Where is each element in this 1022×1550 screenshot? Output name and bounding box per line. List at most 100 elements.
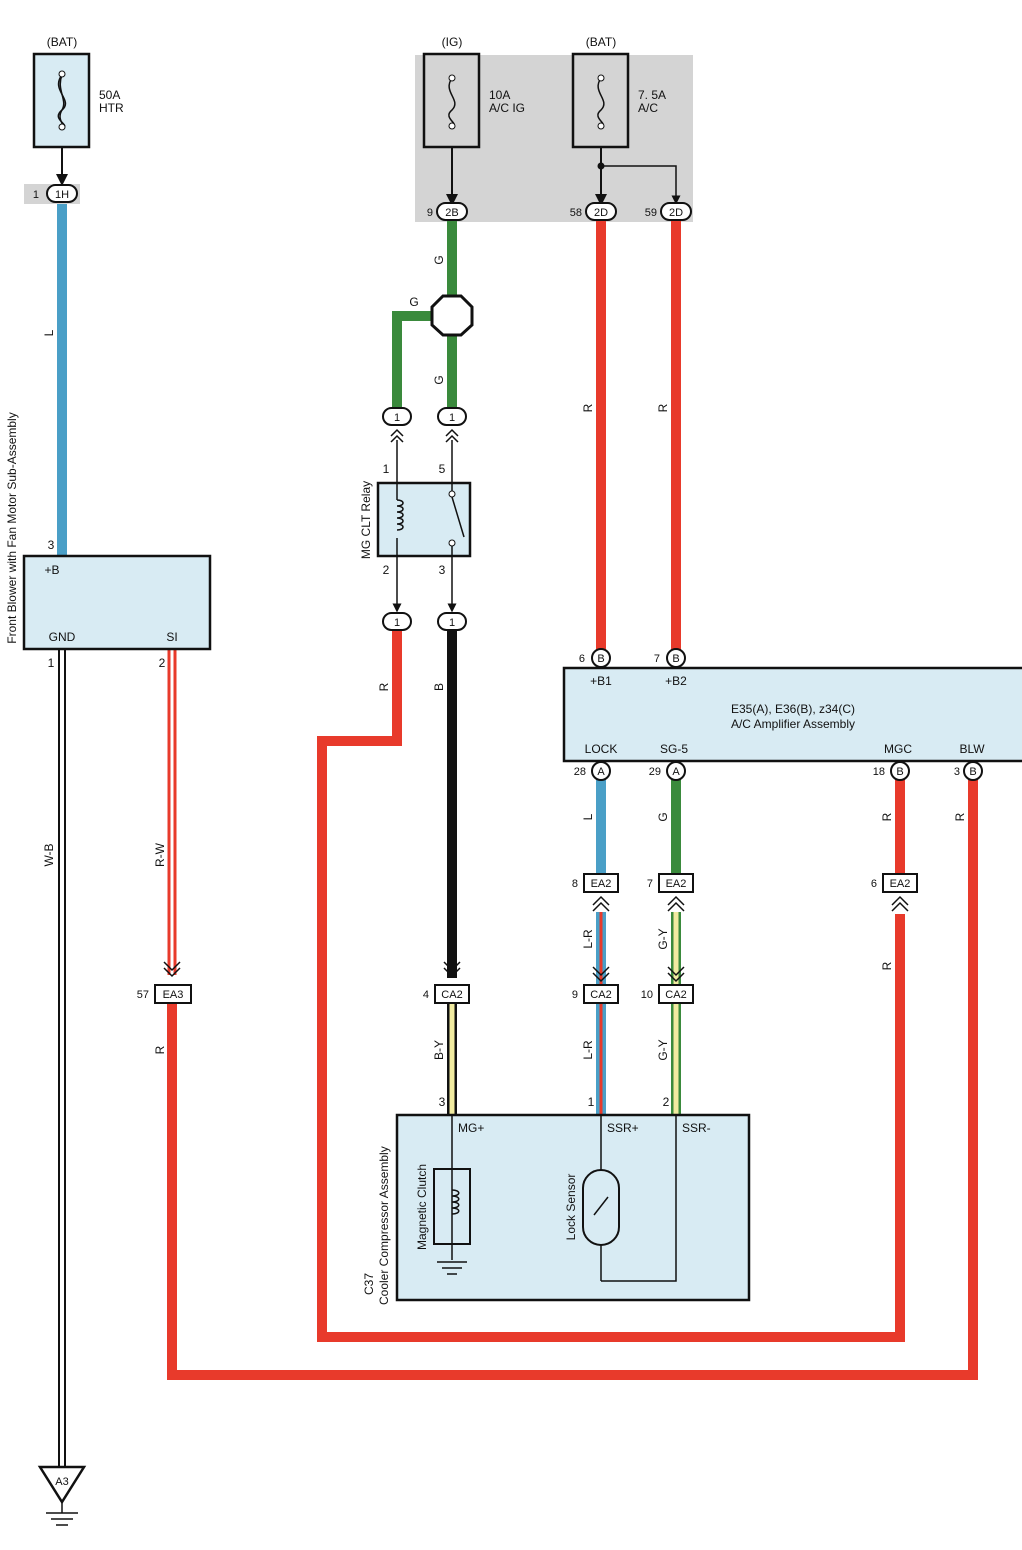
fuse-htr-rating: 50A <box>99 88 120 102</box>
wire-code-ea3-r: R <box>153 1045 167 1054</box>
wire-code-ea2-r: R <box>880 961 894 970</box>
svg-text:2B: 2B <box>445 207 458 219</box>
relay-name: MG CLT Relay <box>359 481 373 559</box>
amplifier-pin-b2-num: 7 <box>654 653 660 665</box>
connector-2d-58-pin: 58 <box>570 207 582 219</box>
wire-code-blower-rw: R-W <box>153 842 167 867</box>
svg-text:2D: 2D <box>669 207 683 219</box>
fuse-acig-name: A/C IG <box>489 101 525 115</box>
relay-pin1: 1 <box>383 462 390 476</box>
connector-relay-out2: 1 <box>382 612 412 631</box>
connector-ca2-4-pin: 4 <box>423 989 429 1001</box>
connector-ca2-9-pin: 9 <box>572 989 578 1001</box>
chevron-ca2-4 <box>443 961 461 978</box>
svg-text:CA2: CA2 <box>665 989 686 1001</box>
wire-code-ca2-lr: L-R <box>581 1040 595 1060</box>
wire-code-ig-g-branch: G <box>409 295 418 309</box>
wire-code-ca2-by: B-Y <box>432 1040 446 1060</box>
relay-pin2: 2 <box>383 563 390 577</box>
amplifier-codes: E35(A), E36(B), z34(C) <box>731 702 855 716</box>
compressor-sensor: Lock Sensor <box>564 1174 578 1241</box>
svg-text:1: 1 <box>394 412 400 424</box>
svg-text:A: A <box>597 766 605 778</box>
relay-pin5: 5 <box>439 462 446 476</box>
amplifier-name: A/C Amplifier Assembly <box>731 717 855 731</box>
fuse-ac-splice <box>597 162 605 170</box>
connector-ca2-9: CA2 <box>583 984 619 1004</box>
fuse-ac-name: A/C <box>638 101 658 115</box>
svg-text:B: B <box>896 766 903 778</box>
wire-relay-r <box>317 630 905 1342</box>
amplifier-terminal-mgc: MGC <box>884 742 912 756</box>
wire-code-relay-r: R <box>377 682 391 691</box>
amplifier-pin-lock: A <box>591 761 611 781</box>
connector-ea2-7-pin: 7 <box>647 878 653 890</box>
svg-text:EA2: EA2 <box>666 878 687 890</box>
connector-2d-58: 2D <box>585 202 617 221</box>
amplifier-pin-blw: B <box>963 761 983 781</box>
connector-ea2-7: EA2 <box>658 873 694 893</box>
chevron-ea2-6 <box>891 895 909 912</box>
fuse-ac-arrow-right <box>601 165 681 205</box>
connector-ca2-10: CA2 <box>658 984 694 1004</box>
amplifier-pin-b1-num: 6 <box>579 653 585 665</box>
svg-text:B: B <box>597 653 604 665</box>
compressor-pin-ssrp: 1 <box>588 1095 595 1109</box>
wire-ig-g-branch <box>392 311 434 410</box>
wire-code-ig-g-mid: G <box>432 375 446 384</box>
blower-assembly <box>22 554 212 651</box>
fuse-acig-source: (IG) <box>442 35 463 49</box>
ground-a3: A3 <box>37 1465 87 1526</box>
relay-mg-clt <box>376 481 472 558</box>
amplifier-terminal-sg5: SG-5 <box>660 742 688 756</box>
svg-text:CA2: CA2 <box>441 989 462 1001</box>
connector-ea2-6-pin: 6 <box>871 878 877 890</box>
fuse-ac-rating: 7. 5A <box>638 88 666 102</box>
wire-code-ea2-lr: L-R <box>581 929 595 949</box>
connector-2d-59: 2D <box>660 202 692 221</box>
compressor-pin-ssrm: 2 <box>663 1095 670 1109</box>
connector-ca2-10-pin: 10 <box>641 989 653 1001</box>
connector-relay-in1: 1 <box>382 407 412 426</box>
blower-title: Front Blower with Fan Motor Sub-Assembly <box>5 412 19 643</box>
connector-relay-out3: 1 <box>437 612 467 631</box>
compressor-name: Cooler Compressor Assembly <box>377 1146 391 1305</box>
wire-code-lock-l: L <box>581 813 595 820</box>
wire-code-ac-r-left: R <box>581 403 595 412</box>
amplifier-terminal-b2: +B2 <box>665 674 687 688</box>
relay-in-arrows <box>390 428 459 443</box>
amplifier-assembly <box>562 666 1022 763</box>
wire-code-ea2-gy: G-Y <box>656 928 670 949</box>
relay-pin3: 3 <box>439 563 446 577</box>
amplifier-pin-sg5-num: 29 <box>649 766 661 778</box>
compressor-code: C37 <box>362 1273 376 1295</box>
amplifier-pin-b1: B <box>591 648 611 668</box>
wire-code-mgc-r: R <box>880 812 894 821</box>
chevron-ea2-7 <box>667 895 685 983</box>
connector-2b-pin: 9 <box>427 207 433 219</box>
fuse-ac-source: (BAT) <box>586 35 616 49</box>
chevron-ea3 <box>163 961 181 978</box>
wire-code-ig-g-top: G <box>432 255 446 264</box>
blower-terminal-gnd: GND <box>49 630 76 644</box>
amplifier-pin-b2: B <box>666 648 686 668</box>
compressor-terminal-ssrm: SSR- <box>682 1121 711 1135</box>
wire-code-ac-r-right: R <box>656 403 670 412</box>
compressor-terminal-ssrp: SSR+ <box>607 1121 639 1135</box>
connector-1h-pin: 1 <box>33 189 39 201</box>
svg-text:EA3: EA3 <box>163 989 184 1001</box>
connector-1h: 1H <box>46 184 78 203</box>
fuse-ac <box>571 52 630 149</box>
svg-text:A: A <box>672 766 680 778</box>
amplifier-pin-blw-num: 3 <box>954 766 960 778</box>
fuse-htr-source: (BAT) <box>47 35 77 49</box>
connector-ea2-8-pin: 8 <box>572 878 578 890</box>
chevron-ea2-8 <box>592 895 610 983</box>
connector-ea2-8: EA2 <box>583 873 619 893</box>
wire-code-htr-l: L <box>42 329 56 336</box>
connector-relay-in5: 1 <box>437 407 467 426</box>
amplifier-terminal-blw: BLW <box>959 742 985 756</box>
svg-text:A3: A3 <box>55 1476 68 1488</box>
